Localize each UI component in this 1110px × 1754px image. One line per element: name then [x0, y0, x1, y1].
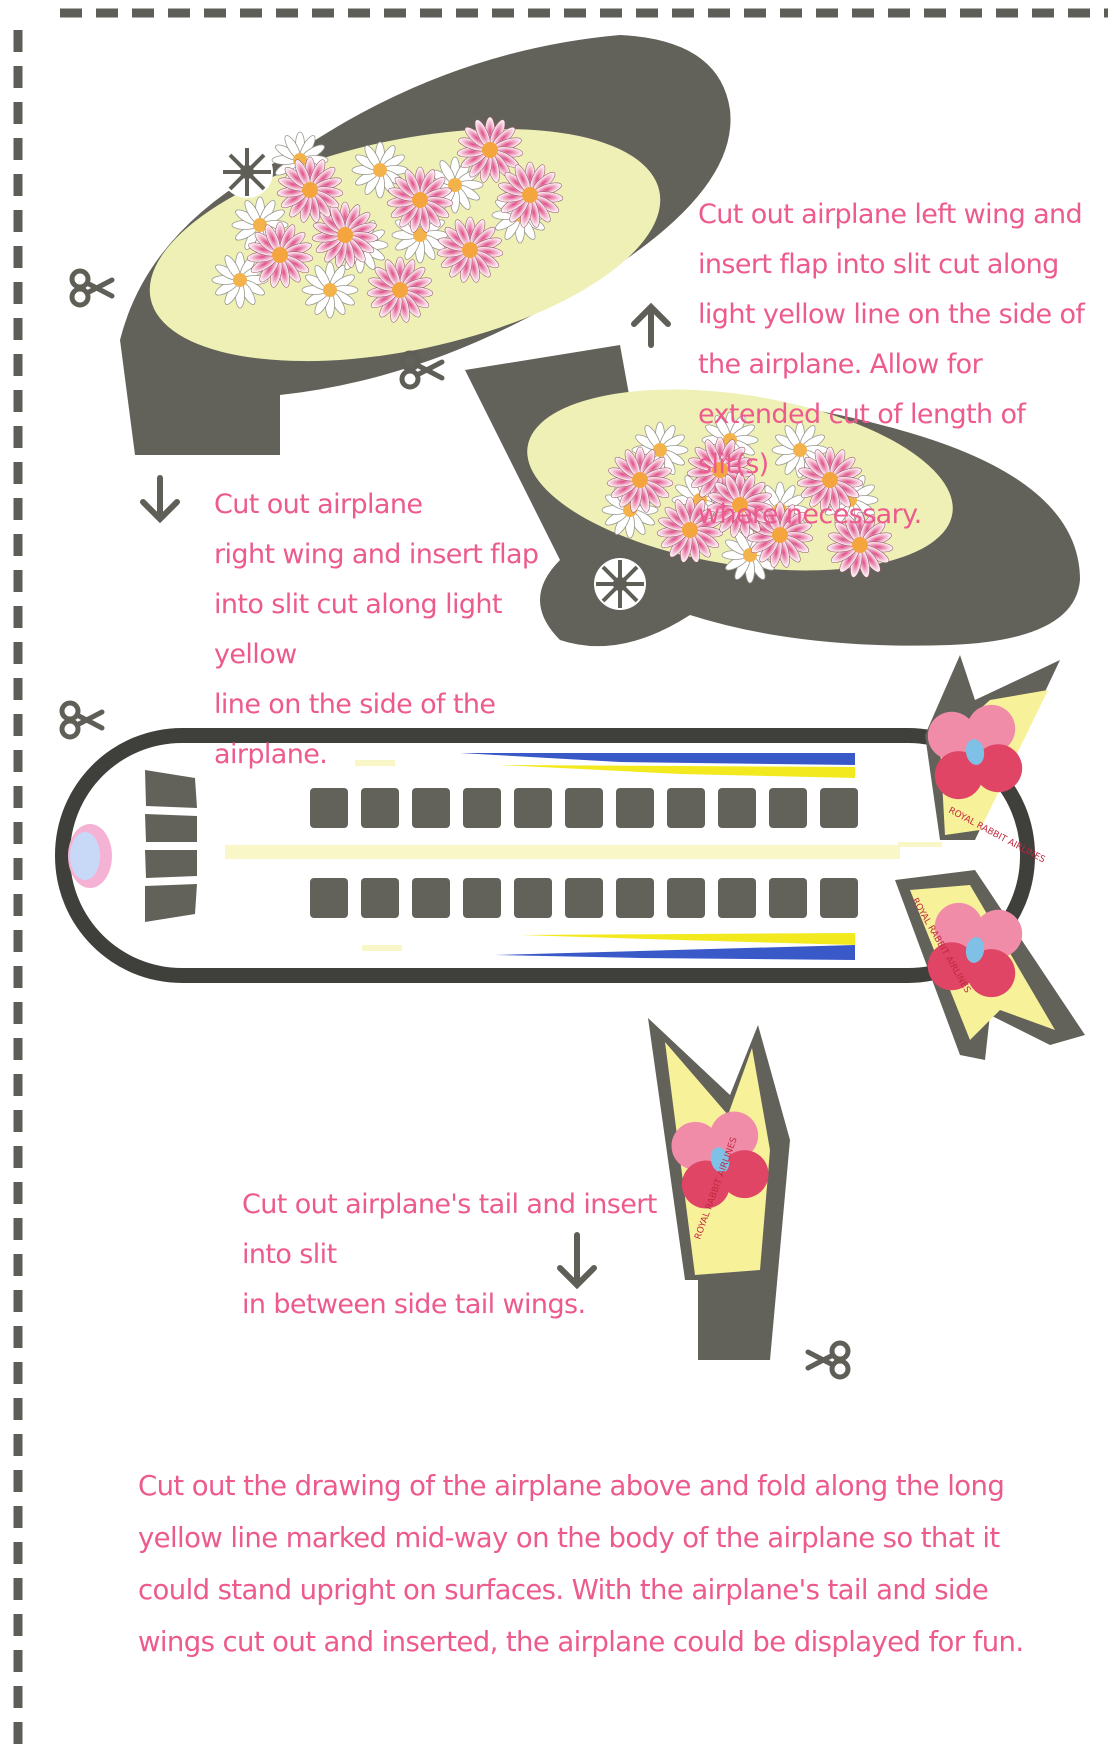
assembly-instructions: Cut out the drawing of the airplane abov…	[138, 1470, 1024, 1658]
poppy-icon	[924, 701, 1026, 803]
scissors-icon	[62, 703, 102, 737]
wheel-icon	[592, 556, 648, 612]
fuselage-cutout	[55, 728, 1035, 983]
arrow-down-icon	[557, 1232, 597, 1290]
right-wing-cutout	[465, 345, 1080, 647]
arrow-down-icon	[140, 475, 180, 524]
right-wing-instructions: Cut out airplane right wing and insert f…	[214, 489, 539, 770]
scissors-icon	[808, 1343, 848, 1377]
left-wing-instructions: Cut out airplane left wing and insert fl…	[698, 199, 1085, 530]
side-tail-wing-top: ROYAL RABBIT AIRLINES	[924, 655, 1060, 865]
tail-instructions: Cut out airplane's tail and insert into …	[242, 1189, 657, 1320]
left-wing-cutout	[120, 35, 731, 455]
tail-cutout: ROYAL RABBIT AIRLINES	[648, 1018, 790, 1360]
arrow-up-icon	[631, 302, 671, 348]
scissors-icon	[72, 271, 112, 305]
wheel-icon	[219, 144, 275, 200]
cut-border	[13, 8, 1108, 1754]
